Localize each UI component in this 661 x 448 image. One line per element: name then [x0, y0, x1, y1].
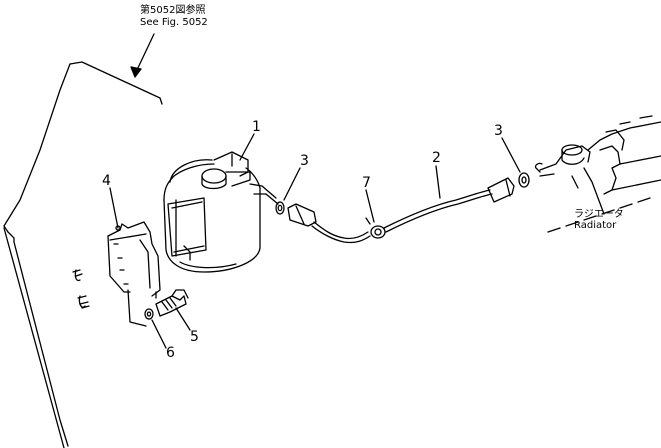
washer-3-right [518, 172, 530, 188]
bracket [107, 221, 161, 327]
callout-5: 5 [190, 329, 199, 345]
callout-2: 2 [432, 150, 441, 166]
washer-3-left [275, 201, 285, 215]
leader-5 [175, 307, 191, 331]
callout-1: 1 [252, 119, 261, 135]
leader-2 [435, 165, 441, 199]
reference-arrow [130, 33, 155, 78]
leader-4 [109, 187, 119, 229]
reference-label-jp: 第5052図参照 [140, 5, 206, 16]
callout-3-left: 3 [300, 153, 309, 169]
leader-1 [239, 133, 255, 161]
hose-sleeve-right [487, 177, 515, 203]
leader-7 [365, 189, 375, 223]
hose [311, 189, 493, 244]
washer-6 [144, 308, 154, 320]
callout-3-right: 3 [494, 123, 503, 139]
callout-6: 6 [166, 345, 175, 361]
leader-3-right [501, 137, 521, 173]
leader-3-left [283, 167, 301, 201]
callout-4: 4 [102, 173, 111, 189]
reservoir-tank [163, 151, 279, 273]
radiator-label-jp: ラジエータ [574, 209, 624, 220]
panel-bolts [72, 269, 90, 309]
hose-sleeve-left [287, 203, 317, 227]
radiator-label-en: Radiator [574, 220, 617, 231]
clamp-7 [365, 217, 386, 239]
bolt-5 [155, 289, 189, 317]
reference-label-en: See Fig. 5052 [140, 17, 208, 28]
leader-6 [151, 319, 167, 349]
callout-7: 7 [362, 175, 371, 191]
body-panel [3, 61, 163, 448]
radiator-top [534, 115, 661, 233]
